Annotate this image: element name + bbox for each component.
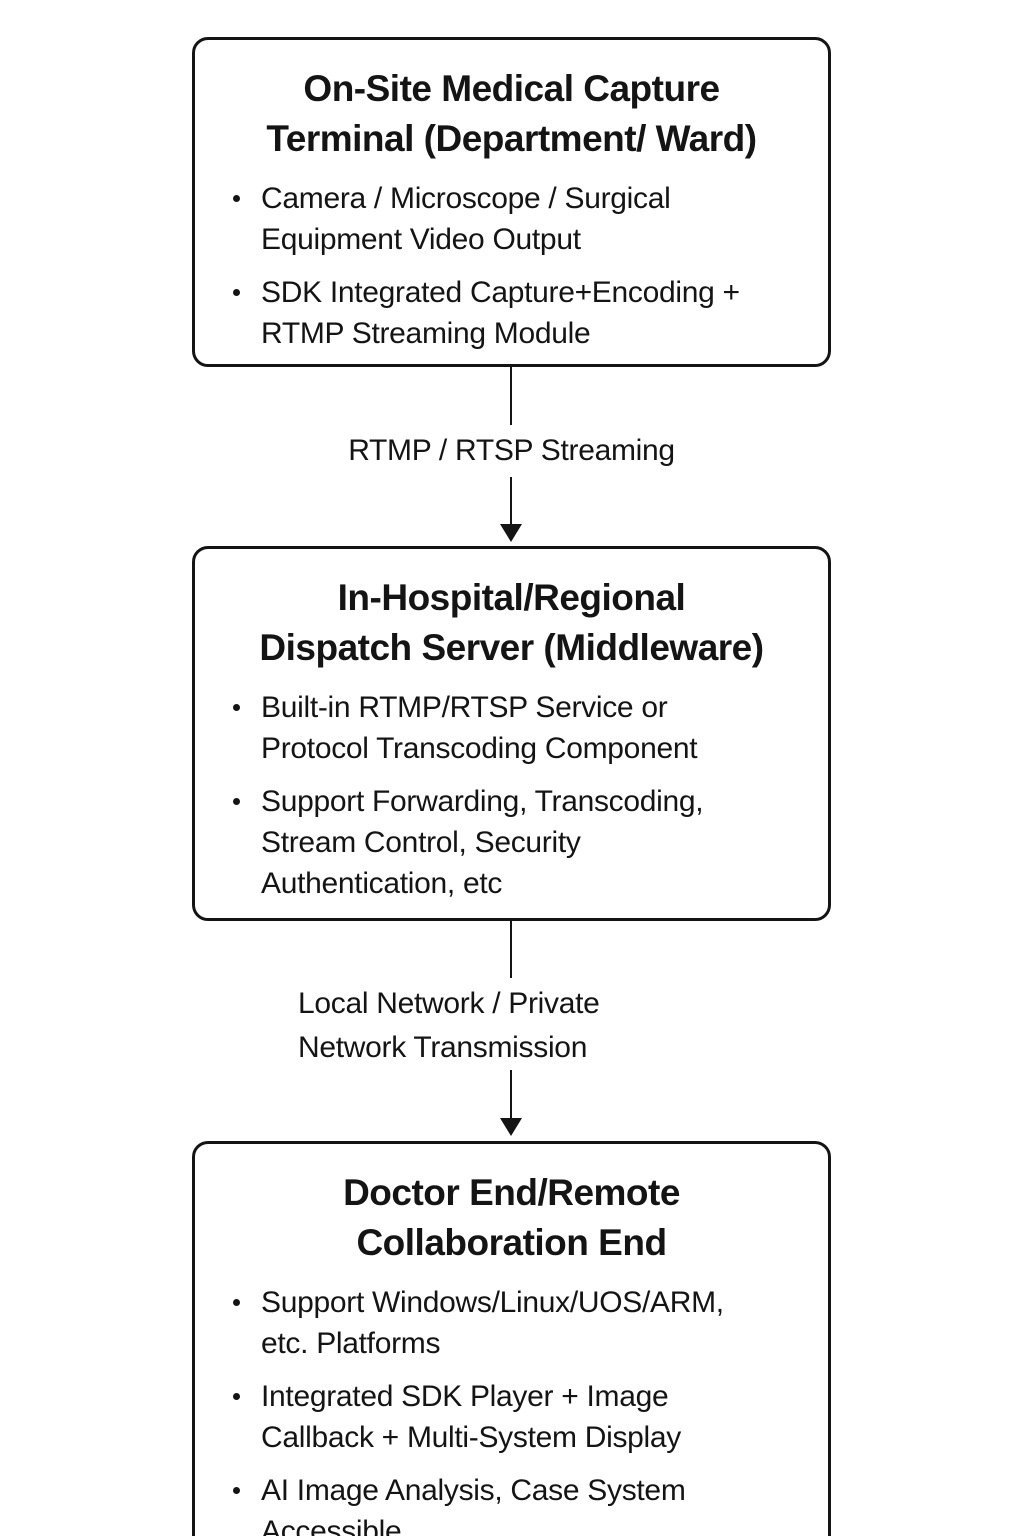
- arrowhead-down-icon: [500, 524, 522, 542]
- bullet-text: Support Windows/Linux/UOS/ARM, etc. Plat…: [261, 1286, 724, 1360]
- connector-line: [510, 367, 512, 425]
- bullet-dot-icon: [233, 1299, 240, 1306]
- bullet-text: Camera / Microscope / Surgical Equipment…: [261, 182, 671, 256]
- node-doctor-end: Doctor End/Remote Collaboration End Supp…: [192, 1141, 831, 1536]
- node-title-line: Doctor End/Remote: [343, 1172, 680, 1213]
- connector-label-line: Local Network / Private: [298, 987, 600, 1020]
- bullet-text: Built-in RTMP/RTSP Service or Protocol T…: [261, 691, 698, 765]
- connector-label-line: Network Transmission: [298, 1031, 588, 1064]
- connector-line: [510, 477, 512, 524]
- node-title: In-Hospital/Regional Dispatch Server (Mi…: [223, 573, 800, 673]
- bullet-dot-icon: [233, 704, 240, 711]
- node-dispatch-server: In-Hospital/Regional Dispatch Server (Mi…: [192, 546, 831, 921]
- node-title-line: Collaboration End: [356, 1222, 667, 1263]
- connector-label-streaming: RTMP / RTSP Streaming: [192, 429, 831, 473]
- list-item: Support Forwarding, Transcoding, Stream …: [223, 781, 800, 904]
- list-item: Camera / Microscope / Surgical Equipment…: [223, 178, 800, 260]
- list-item: Integrated SDK Player + Image Callback +…: [223, 1376, 800, 1458]
- bullet-text: SDK Integrated Capture+Encoding + RTMP S…: [261, 276, 740, 350]
- node-title: On-Site Medical Capture Terminal (Depart…: [223, 64, 800, 164]
- bullet-text: AI Image Analysis, Case System Accessibl…: [261, 1474, 686, 1536]
- list-item: Built-in RTMP/RTSP Service or Protocol T…: [223, 687, 800, 769]
- list-item: AI Image Analysis, Case System Accessibl…: [223, 1470, 800, 1536]
- bullet-dot-icon: [233, 1487, 240, 1494]
- bullet-dot-icon: [233, 289, 240, 296]
- arrowhead-down-icon: [500, 1118, 522, 1136]
- connector-label-network: Local Network / Private Network Transmis…: [298, 982, 600, 1070]
- bullet-list: Built-in RTMP/RTSP Service or Protocol T…: [223, 687, 800, 904]
- bullet-text: Support Forwarding, Transcoding, Stream …: [261, 785, 704, 900]
- node-title-line: Terminal (Department/ Ward): [266, 118, 757, 159]
- bullet-dot-icon: [233, 195, 240, 202]
- bullet-list: Camera / Microscope / Surgical Equipment…: [223, 178, 800, 354]
- bullet-text: Integrated SDK Player + Image Callback +…: [261, 1380, 681, 1454]
- connector-line: [510, 921, 512, 978]
- connector-line: [510, 1070, 512, 1118]
- connector-label-line: RTMP / RTSP Streaming: [348, 434, 675, 467]
- node-title-line: On-Site Medical Capture: [303, 68, 720, 109]
- node-title-line: In-Hospital/Regional: [337, 577, 686, 618]
- bullet-dot-icon: [233, 798, 240, 805]
- node-capture-terminal: On-Site Medical Capture Terminal (Depart…: [192, 37, 831, 367]
- node-title: Doctor End/Remote Collaboration End: [223, 1168, 800, 1268]
- node-title-line: Dispatch Server (Middleware): [259, 627, 764, 668]
- list-item: Support Windows/Linux/UOS/ARM, etc. Plat…: [223, 1282, 800, 1364]
- bullet-list: Support Windows/Linux/UOS/ARM, etc. Plat…: [223, 1282, 800, 1536]
- list-item: SDK Integrated Capture+Encoding + RTMP S…: [223, 272, 800, 354]
- bullet-dot-icon: [233, 1393, 240, 1400]
